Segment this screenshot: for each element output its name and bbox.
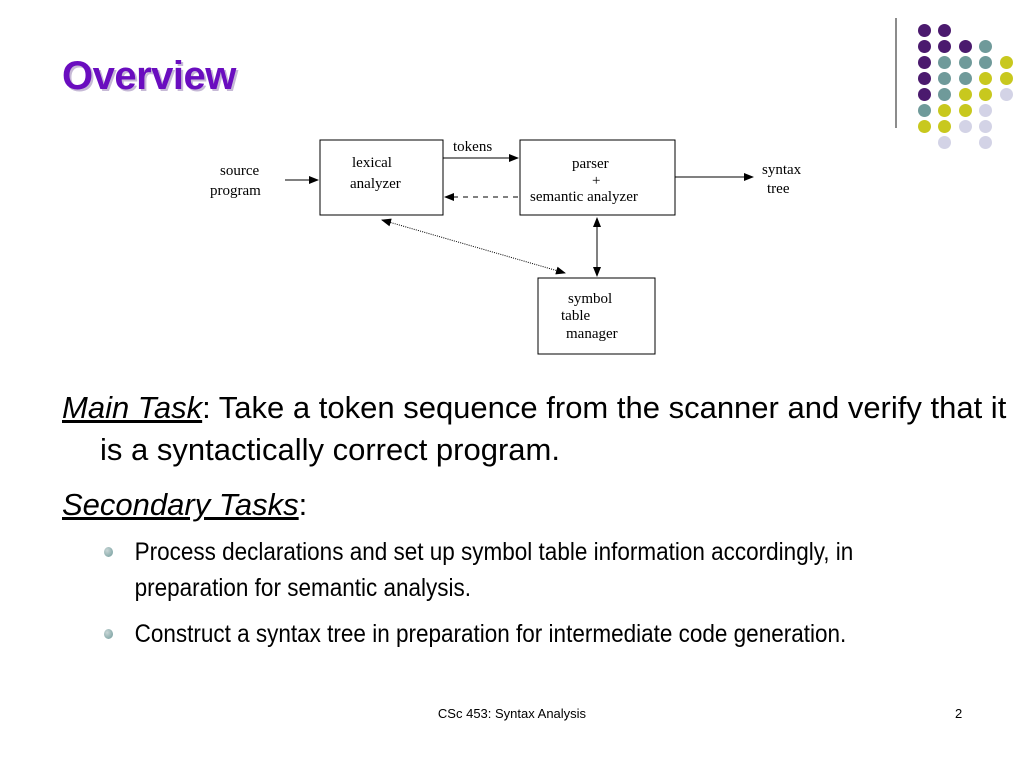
decorative-vertical-line	[895, 18, 897, 128]
main-task-label: Main Task	[62, 390, 203, 425]
source-program-label-2: program	[210, 183, 261, 199]
decorative-dot	[917, 103, 931, 117]
decorative-dot	[917, 71, 931, 85]
secondary-tasks-colon: :	[298, 487, 308, 522]
footer-course: CSc 453: Syntax Analysis	[437, 706, 587, 721]
decorative-dot	[979, 87, 992, 101]
tokens-label: tokens	[453, 139, 492, 155]
list-item: Construct a syntax tree in preparation f…	[104, 616, 896, 652]
syntax-tree-label: syntax	[762, 162, 802, 178]
bullet-text: Construct a syntax tree in preparation f…	[134, 620, 847, 648]
secondary-tasks-heading: Secondary Tasks:	[62, 484, 982, 526]
list-item: Process declarations and set up symbol t…	[104, 534, 896, 606]
lexical-analyzer-label: lexical	[352, 155, 392, 171]
decorative-dot	[979, 135, 992, 149]
slide-title: Overview	[62, 54, 236, 98]
compiler-diagram: source program lexical analyzer tokens p…	[210, 139, 802, 355]
decorative-dot	[917, 24, 931, 37]
decorative-dot	[958, 55, 972, 69]
lexical-analyzer-box	[319, 139, 444, 216]
decorative-dot	[938, 87, 951, 101]
decorative-dot	[999, 71, 1013, 85]
decorative-dot	[999, 87, 1013, 101]
secondary-tasks-list: Process declarations and set up symbol t…	[104, 534, 984, 662]
decorative-dot	[938, 71, 951, 85]
decorative-dot	[917, 119, 931, 133]
decorative-dot	[979, 39, 992, 53]
lexical-analyzer-label-2: analyzer	[350, 176, 401, 192]
decorative-dot	[917, 55, 931, 69]
decorative-dot	[938, 103, 951, 117]
decorative-dot	[938, 135, 951, 149]
decorative-dot-grid	[905, 18, 1020, 149]
footer-page-number: 2	[955, 706, 963, 721]
lexical-symbol-arrow	[381, 218, 566, 275]
decorative-dot	[958, 71, 972, 85]
decorative-dot	[958, 39, 972, 53]
decorative-dot	[979, 71, 992, 85]
symbol-table-label: symbol	[568, 291, 612, 307]
decorative-dot	[999, 55, 1013, 69]
semantic-analyzer-label: semantic analyzer	[530, 189, 638, 205]
main-task-paragraph: Main Task: Take a token sequence from th…	[62, 387, 1020, 471]
decorative-dot	[938, 119, 951, 133]
decorative-dot	[958, 103, 972, 117]
decorative-dot	[979, 103, 992, 117]
decorative-dot	[938, 24, 951, 37]
source-program-label: source	[220, 163, 259, 179]
parser-plus: +	[592, 173, 600, 189]
secondary-tasks-label: Secondary Tasks	[62, 487, 299, 522]
bullet-text: Process declarations and set up symbol t…	[134, 538, 854, 602]
decorative-dot	[938, 39, 951, 53]
parser-label: parser	[572, 156, 609, 172]
symbol-table-box	[537, 277, 656, 355]
decorative-dot	[958, 87, 972, 101]
decorative-dot	[917, 87, 931, 101]
bullet-icon	[104, 629, 113, 639]
syntax-tree-label-2: tree	[767, 181, 790, 197]
decorative-dot	[958, 119, 972, 133]
decorative-dot	[979, 119, 992, 133]
parser-box	[519, 139, 676, 216]
bullet-icon	[104, 547, 113, 557]
main-task-text: : Take a token sequence from the scanner…	[100, 390, 1007, 467]
symbol-table-label-3: manager	[566, 326, 618, 342]
decorative-dot	[938, 55, 951, 69]
symbol-table-label-2: table	[561, 308, 590, 324]
decorative-dot	[979, 55, 992, 69]
decorative-dot	[917, 39, 931, 53]
